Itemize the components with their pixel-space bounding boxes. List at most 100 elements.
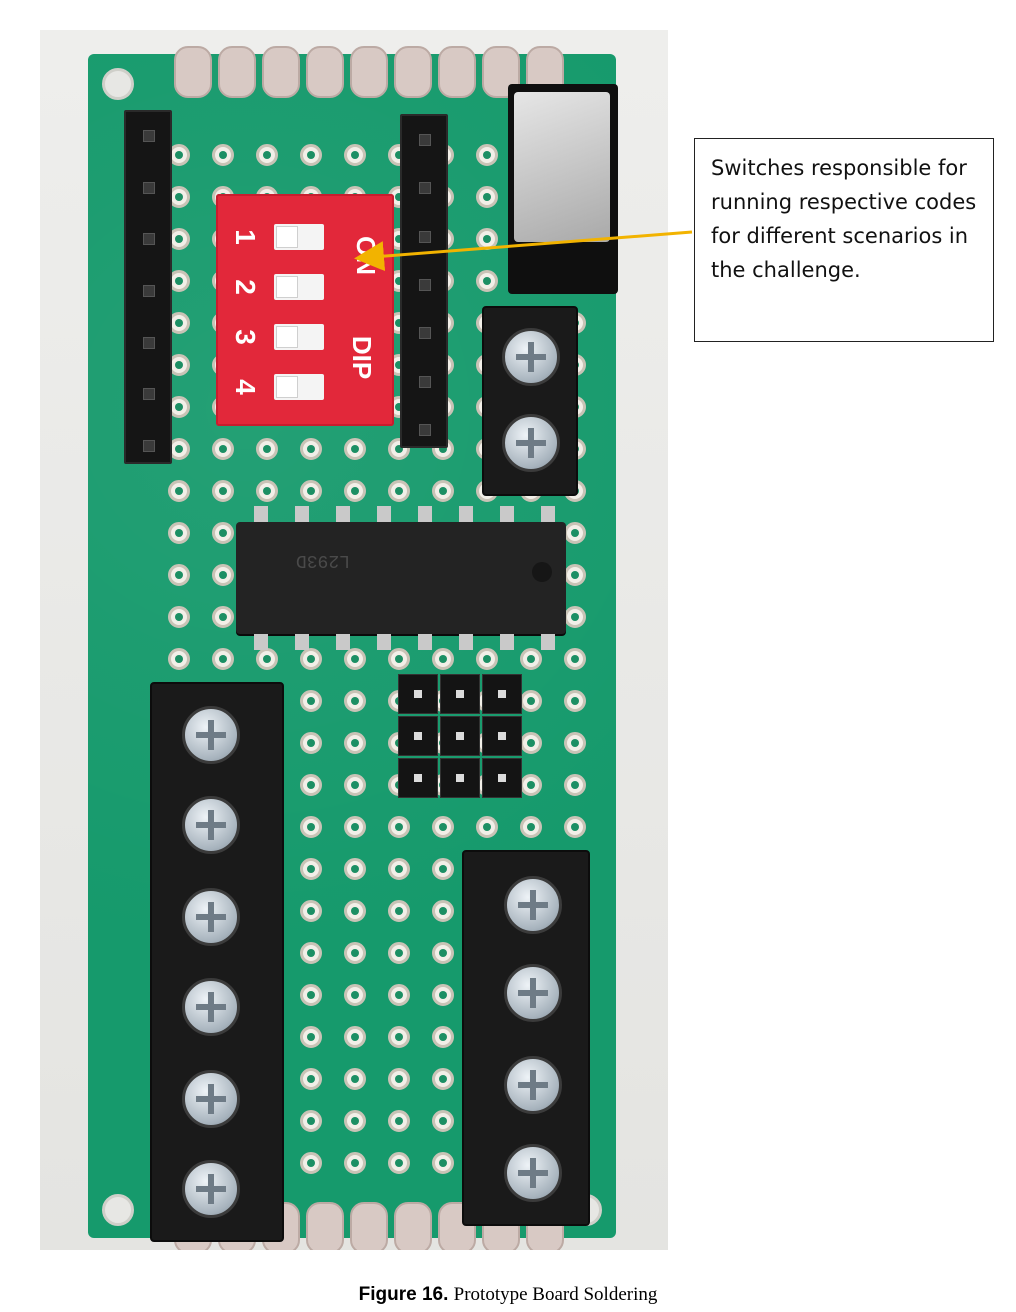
terminal-block-top-right — [482, 306, 578, 496]
edge-pad — [306, 1202, 344, 1250]
solder-pad — [564, 606, 586, 628]
solder-pad — [432, 480, 454, 502]
solder-pad — [564, 732, 586, 754]
solder-pad — [300, 480, 322, 502]
ic-leg — [254, 634, 268, 650]
solder-pad — [564, 774, 586, 796]
ic-leg — [459, 506, 473, 522]
header-pin — [143, 440, 155, 452]
solder-pad — [564, 648, 586, 670]
solder-pad — [212, 144, 234, 166]
ic-notch — [532, 562, 552, 582]
header-pin — [143, 233, 155, 246]
solder-pad — [256, 648, 278, 670]
solder-pad — [344, 732, 366, 754]
header-pin — [482, 758, 522, 798]
edge-pad — [350, 46, 388, 98]
dip-switch-2[interactable] — [274, 274, 324, 300]
solder-pad — [256, 438, 278, 460]
solder-pad — [344, 1152, 366, 1174]
screw-icon — [504, 1144, 562, 1202]
figure-label: Figure 16. — [358, 1284, 449, 1305]
dip-number-4: 4 — [230, 379, 261, 395]
solder-pad — [520, 816, 542, 838]
header-pin — [419, 327, 431, 340]
screw-icon — [182, 978, 240, 1036]
solder-pad — [344, 144, 366, 166]
header-pin — [398, 716, 438, 756]
solder-pad — [300, 1068, 322, 1090]
screw-icon — [502, 328, 560, 386]
solder-pad — [344, 648, 366, 670]
edge-pad — [394, 46, 432, 98]
solder-pad — [476, 816, 498, 838]
solder-pad — [212, 648, 234, 670]
solder-pad — [300, 816, 322, 838]
solder-pad — [212, 438, 234, 460]
mount-hole-bottom-left — [102, 1194, 134, 1226]
dip-number-3: 3 — [230, 329, 261, 345]
header-pin — [440, 716, 480, 756]
solder-pad — [388, 858, 410, 880]
dip-on-label: ON — [351, 236, 381, 275]
screw-icon — [182, 796, 240, 854]
screw-icon — [182, 888, 240, 946]
edge-pad — [350, 1202, 388, 1250]
dip-switch-4[interactable] — [274, 374, 324, 400]
solder-pad — [476, 270, 498, 292]
header-pin — [143, 336, 155, 349]
solder-pad — [520, 648, 542, 670]
motor-driver-ic: L293D — [236, 522, 566, 634]
dip-switch-3[interactable] — [274, 324, 324, 350]
solder-pad — [300, 1110, 322, 1132]
solder-pad — [476, 648, 498, 670]
solder-pad — [388, 1110, 410, 1132]
header-pin — [482, 716, 522, 756]
ic-leg — [295, 506, 309, 522]
solder-pad — [520, 690, 542, 712]
header-pin — [143, 181, 155, 194]
solder-pad — [432, 1026, 454, 1048]
solder-pad — [344, 774, 366, 796]
solder-pad — [388, 480, 410, 502]
solder-pad — [300, 774, 322, 796]
header-pin — [398, 674, 438, 714]
edge-pad — [306, 46, 344, 98]
solder-pad — [212, 480, 234, 502]
screw-icon — [182, 1070, 240, 1128]
solder-pad — [476, 186, 498, 208]
solder-pad — [388, 984, 410, 1006]
solder-pad — [432, 648, 454, 670]
solder-pad — [168, 564, 190, 586]
solder-pad — [432, 984, 454, 1006]
solder-pad — [476, 144, 498, 166]
solder-pad — [432, 1152, 454, 1174]
screw-icon — [504, 964, 562, 1022]
header-pin — [143, 388, 155, 401]
edge-pad — [438, 46, 476, 98]
dip-switch-1[interactable] — [274, 224, 324, 250]
solder-pad — [564, 522, 586, 544]
solder-pad — [300, 1152, 322, 1174]
ic-leg — [541, 634, 555, 650]
dip-number-1: 1 — [230, 229, 261, 245]
terminal-block-right — [462, 850, 590, 1226]
callout-text: Switches responsible for running respect… — [711, 156, 977, 282]
dip-number-2: 2 — [230, 279, 261, 295]
screw-icon — [502, 414, 560, 472]
solder-pad — [300, 144, 322, 166]
solder-pad — [168, 522, 190, 544]
solder-pad — [256, 144, 278, 166]
solder-pad — [300, 858, 322, 880]
ic-leg — [377, 506, 391, 522]
header-pin — [482, 674, 522, 714]
solder-pad — [388, 900, 410, 922]
ic-leg — [254, 506, 268, 522]
ic-leg — [500, 634, 514, 650]
solder-pad — [300, 648, 322, 670]
solder-pad — [388, 942, 410, 964]
female-header-right — [400, 114, 448, 448]
header-pin — [440, 758, 480, 798]
solder-pad — [256, 480, 278, 502]
pcb-board: 1 2 3 4 ON DIP L293D — [88, 46, 618, 1250]
